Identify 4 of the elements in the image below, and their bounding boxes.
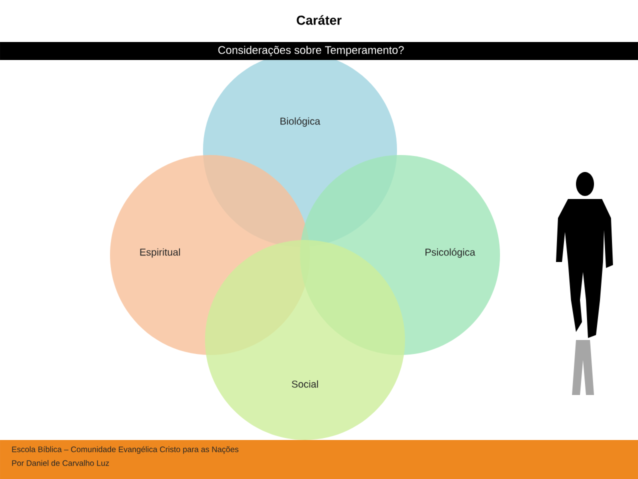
header-band: Considerações sobre Temperamento? [0,42,638,60]
footer-text: Por Daniel de Carvalho Luz [12,460,109,466]
footer-text: Escola Bíblica – Comunidade Evangélica Cristo para as Nações [12,446,238,454]
title: Caráter [296,15,342,25]
